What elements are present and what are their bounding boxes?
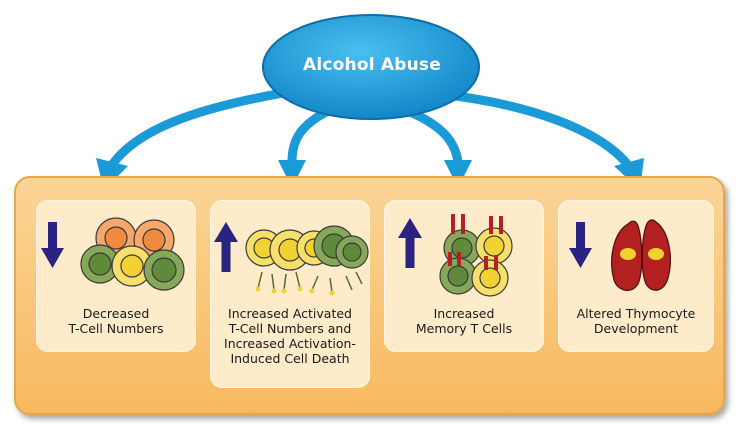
card-3-illustration xyxy=(398,214,513,297)
title-ellipse xyxy=(262,14,480,120)
card-decreased-t-cells: Decreased T-Cell Numbers xyxy=(36,200,196,352)
down-arrow-icon xyxy=(41,222,64,268)
arrow-to-card-2 xyxy=(287,105,335,167)
card-1-illustration xyxy=(41,217,185,291)
down-arrow-icon xyxy=(569,222,592,268)
card-thymocyte-development: Altered Thymocyte Development xyxy=(558,200,714,352)
card-4-illustration xyxy=(569,219,671,291)
arrow-to-card-4 xyxy=(443,90,633,170)
mixed-t-cells-cluster-icon xyxy=(80,217,185,291)
memory-t-cells-with-receptors-icon xyxy=(439,227,513,297)
card-2-illustration xyxy=(214,222,369,296)
card-activated-t-cells: Increased Activated T-Cell Numbers and I… xyxy=(210,200,370,388)
card-1-label: Decreased T-Cell Numbers xyxy=(68,306,164,336)
arrow-to-card-3 xyxy=(405,107,463,167)
arrowhead-3 xyxy=(444,160,472,188)
card-2-label: Increased Activated T-Cell Numbers and I… xyxy=(224,306,356,366)
arrow-to-card-1 xyxy=(107,85,305,170)
thymus-lobes-icon xyxy=(611,219,671,291)
card-3-label: Increased Memory T Cells xyxy=(415,306,513,336)
diagram-title: Alcohol Abuse xyxy=(303,55,441,75)
receptor-marks xyxy=(448,214,503,270)
up-arrow-icon xyxy=(398,218,422,268)
arrowhead-2 xyxy=(278,160,306,188)
card-4-label: Altered Thymocyte Development xyxy=(576,306,696,336)
activated-apoptotic-t-cells-icon xyxy=(245,225,369,296)
up-arrow-icon xyxy=(214,222,238,272)
card-memory-t-cells: Increased Memory T Cells xyxy=(384,200,544,352)
